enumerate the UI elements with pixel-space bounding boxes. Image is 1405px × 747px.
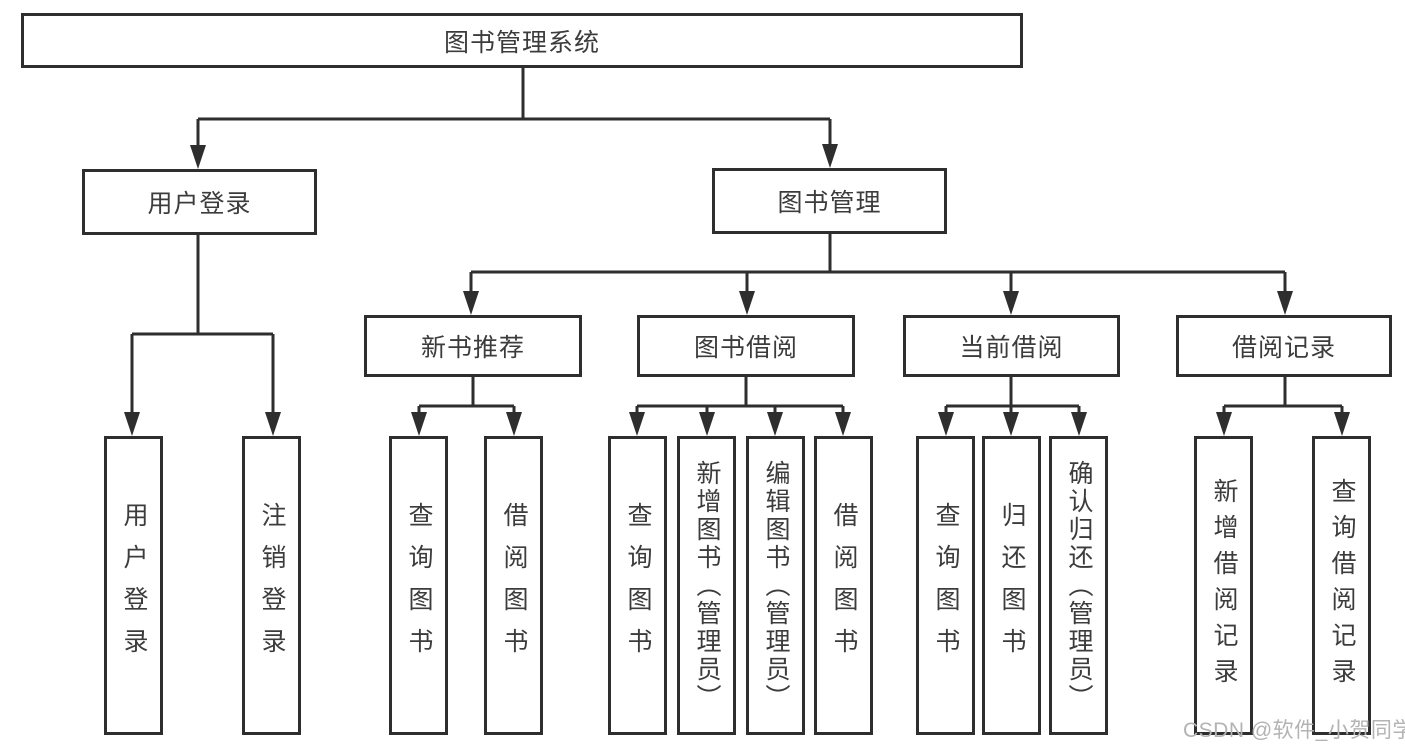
leaf-query-books-current: 查询图书 [916,436,975,735]
leaf-borrow-books-recommend: 借阅图书 [484,436,543,735]
leaf-query-borrow-record: 查询借阅记录 [1312,436,1371,735]
leaf-query-books-borrowing: 查询图书 [608,436,667,735]
leaf-user-login-label: 用户登录 [120,501,148,670]
leaf-query-books-borrowing-label: 查询图书 [624,501,652,670]
leaf-confirm-return-admin: 确认归还（管理员） [1049,436,1108,735]
leaf-confirm-return-admin-label: 确认归还（管理员） [1065,459,1093,712]
leaf-add-borrow-record: 新增借阅记录 [1194,436,1253,735]
leaf-borrow-books-borrowing-label: 借阅图书 [830,501,858,670]
node-user-login-label: 用户登录 [147,190,252,218]
node-borrowing-records: 借阅记录 [1176,315,1392,377]
leaf-return-books-label: 归还图书 [998,501,1026,670]
leaf-borrow-books-recommend-label: 借阅图书 [500,501,528,670]
leaf-query-borrow-record-label: 查询借阅记录 [1328,477,1356,694]
leaf-query-books-recommend-label: 查询图书 [405,501,433,670]
leaf-borrow-books-borrowing: 借阅图书 [814,436,873,735]
leaf-logout-login-label: 注销登录 [258,501,286,670]
leaf-logout-login: 注销登录 [242,436,301,735]
node-user-login: 用户登录 [82,169,317,235]
leaf-add-books-admin-label: 新增图书（管理员） [693,459,721,712]
node-book-borrowing-label: 图书借阅 [693,334,798,362]
node-root: 图书管理系统 [21,13,1023,68]
node-root-label: 图书管理系统 [443,28,600,57]
node-current-borrowing-label: 当前借阅 [959,334,1064,362]
leaf-edit-books-admin-label: 编辑图书（管理员） [762,459,790,712]
leaf-add-books-admin: 新增图书（管理员） [677,436,736,735]
leaf-edit-books-admin: 编辑图书（管理员） [746,436,805,735]
node-book-management-label: 图书管理 [777,189,882,217]
leaf-return-books: 归还图书 [982,436,1041,735]
node-new-book-recommendation-label: 新书推荐 [420,334,525,362]
csdn-watermark: CSDN @软件_小贺同学 [1183,719,1405,742]
node-book-management: 图书管理 [712,168,947,234]
leaf-add-borrow-record-label: 新增借阅记录 [1210,477,1238,694]
node-new-book-recommendation: 新书推荐 [364,315,582,377]
node-current-borrowing: 当前借阅 [903,315,1120,377]
node-borrowing-records-label: 借阅记录 [1231,334,1336,362]
leaf-query-books-current-label: 查询图书 [932,501,960,670]
leaf-user-login: 用户登录 [104,436,163,735]
leaf-query-books-recommend: 查询图书 [389,436,448,735]
node-book-borrowing: 图书借阅 [637,315,855,377]
